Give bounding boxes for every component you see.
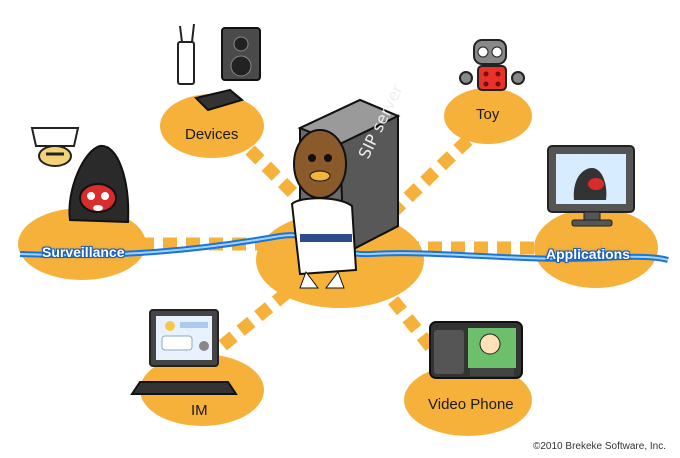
toy-robot-icon [459,39,525,91]
node-label-applications: Applications [546,246,631,262]
blob-devices [160,94,264,158]
node-blobs [18,88,658,436]
blob-video-phone [404,364,532,436]
node-label-surveillance: Surveillance [42,244,125,260]
node-label-im: IM [191,402,208,419]
video-phone-icon [429,321,523,379]
sip-server-character: SIP server [290,81,407,289]
node-label-toy: Toy [476,106,500,123]
blob-toy [444,88,532,144]
im-laptop-icon [130,309,238,395]
network-cable-highlight [19,234,669,261]
node-label-video-phone: Video Phone [428,396,514,413]
copyright-text: ©2010 Brekeke Software, Inc. [533,441,666,452]
surveillance-figure-icon [30,127,130,224]
blob-surveillance [18,208,146,280]
blob-applications [534,208,658,288]
connector-im [200,284,295,366]
devices-icon [177,23,261,112]
node-label-devices: Devices [185,126,239,143]
connector-video-phone [379,285,451,370]
connector-toy [390,135,473,215]
applications-monitor-icon [547,145,635,227]
